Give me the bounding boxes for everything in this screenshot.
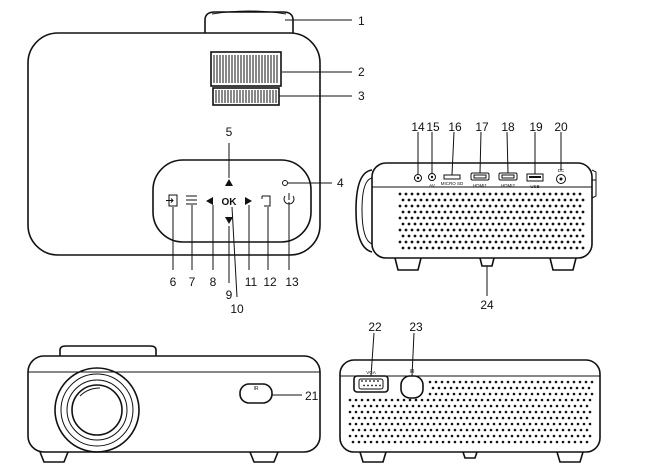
top-view: OK [27, 10, 352, 298]
hdmi1-label: HDMI1 [473, 183, 487, 188]
callout-12: 12 [263, 275, 277, 289]
headphone-jack [414, 174, 422, 182]
dc-label: DC [558, 168, 565, 173]
callout-6: 6 [170, 275, 177, 289]
usb-label: USB [530, 184, 539, 189]
side-foot-right [549, 257, 577, 271]
front-view: IR [27, 345, 321, 463]
callout-10: 10 [230, 302, 244, 316]
callout-20: 20 [554, 120, 568, 134]
source-icon [166, 194, 178, 207]
callout-9: 9 [226, 288, 233, 302]
side-lens [355, 169, 373, 253]
return-icon [261, 195, 271, 207]
callout-19: 19 [529, 120, 543, 134]
menu-icon [186, 195, 197, 205]
callout-11: 11 [245, 275, 258, 289]
callout-8: 8 [210, 275, 217, 289]
front-ir-receiver [239, 383, 273, 404]
av-port [428, 173, 436, 181]
ok-button: OK [222, 197, 238, 208]
back-body-outline [339, 359, 601, 453]
focus-wheel [210, 51, 282, 87]
callout-18: 18 [501, 120, 515, 134]
callout-13: 13 [285, 275, 299, 289]
callout-3: 3 [358, 89, 365, 103]
side-view: AV MICRO SD HDMI1 HDMI2 USB DC [355, 131, 597, 296]
callout-1: 1 [358, 14, 365, 28]
micro-sd-label: MICRO SD [441, 181, 464, 186]
callout-7: 7 [189, 275, 196, 289]
top-body-outline [27, 32, 321, 256]
hdmi2-label: HDMI2 [501, 183, 515, 188]
rear-ir-receiver [400, 375, 424, 399]
front-body-outline [27, 355, 321, 453]
side-foot-left [394, 257, 422, 271]
side-foot-middle [479, 257, 495, 267]
right-arrow-icon [245, 197, 252, 205]
callout-14: 14 [411, 120, 425, 134]
callout-4: 4 [337, 176, 344, 190]
callout-17: 17 [475, 120, 489, 134]
callout-21: 21 [305, 389, 319, 403]
micro-sd-slot [443, 174, 461, 180]
front-ir-label: IR [254, 386, 259, 392]
callout-15: 15 [426, 120, 440, 134]
up-arrow-icon [225, 179, 233, 186]
control-panel [152, 159, 312, 243]
callout-5: 5 [226, 125, 233, 139]
callout-16: 16 [448, 120, 462, 134]
callout-22: 22 [368, 320, 382, 334]
callout-2: 2 [358, 65, 365, 79]
lens-top [204, 11, 294, 33]
left-arrow-icon [206, 197, 213, 205]
projector-lens [54, 367, 140, 453]
side-body-outline [371, 162, 593, 259]
callout-23: 23 [409, 320, 423, 334]
indicator-led [282, 180, 288, 186]
back-view: VGA IR [339, 332, 601, 463]
av-label: AV [429, 183, 435, 188]
dc-port [556, 174, 566, 184]
callout-24: 24 [480, 298, 494, 312]
down-arrow-icon [225, 217, 233, 224]
